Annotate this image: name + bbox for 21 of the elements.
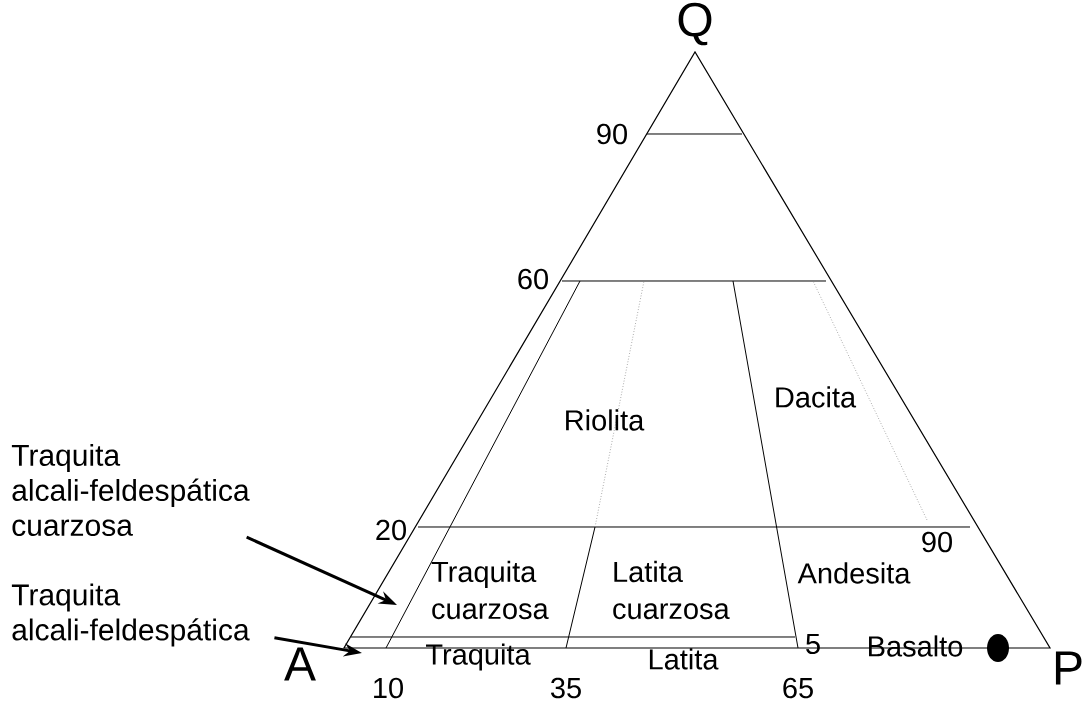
axis-value: 10 — [374, 677, 403, 699]
text-label: Traquita alcali-feldespática cuarzosa — [11, 444, 250, 536]
field-label: Latita cuarzosa — [613, 560, 730, 620]
field-label: Riolita — [566, 409, 645, 431]
field-label: Dacita — [776, 386, 857, 408]
axis-value: 5 — [806, 633, 820, 655]
field-label: Basalto — [869, 635, 963, 657]
axis-value: 20 — [376, 519, 406, 541]
field-label: Latita — [649, 648, 719, 670]
field-label: Andesita — [797, 562, 911, 584]
field-label: Traquita — [426, 643, 531, 671]
axis-value: 60 — [518, 268, 548, 290]
vertex-label: Q — [678, 2, 712, 46]
field-label: Traquita cuarzosa — [431, 560, 549, 620]
axis-value: 35 — [551, 677, 581, 699]
axis-value: 90 — [922, 531, 952, 553]
text-label: Traquita alcali-feldespática — [11, 583, 250, 647]
axis-value: 90 — [597, 123, 627, 145]
vertex-label: A — [284, 647, 316, 681]
vertex-label: P — [1055, 651, 1082, 685]
axis-value: 65 — [783, 677, 813, 699]
